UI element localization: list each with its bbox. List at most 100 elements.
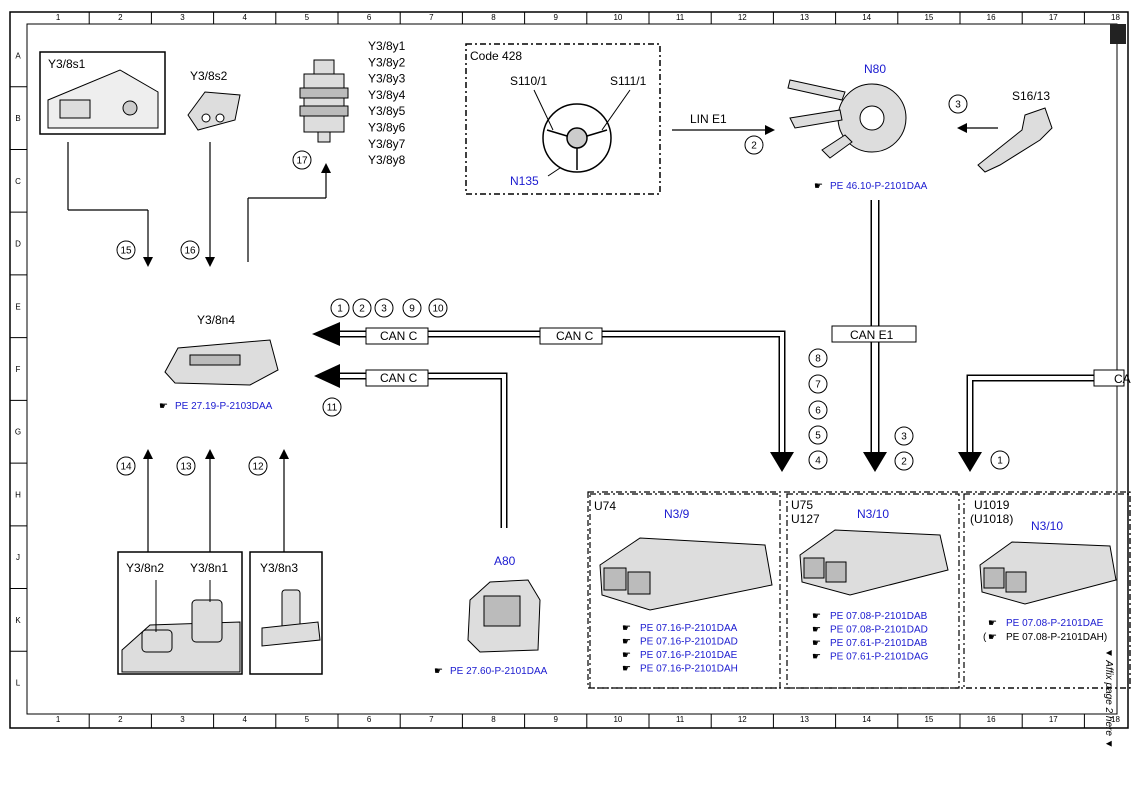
grid-col-top: 17 — [1049, 13, 1058, 22]
s16-picture — [977, 107, 1053, 173]
callout-number: 3 — [901, 432, 907, 443]
grid-col-bottom: 6 — [367, 715, 372, 724]
callout-number: 2 — [359, 304, 365, 315]
n3-10b-ref2[interactable]: PE 07.08-P-2101DAH) — [1006, 632, 1107, 643]
callout-number: 1 — [997, 456, 1003, 467]
callout-number: 1 — [337, 304, 343, 315]
grid-col-bottom: 12 — [738, 715, 747, 724]
n3-10-refs: ☛PE 07.08-P-2101DAB☛PE 07.08-P-2101DAD☛P… — [812, 611, 929, 663]
callout-circle — [176, 456, 196, 476]
u1019-box — [963, 493, 1131, 689]
ref-icon: ☛ — [622, 664, 631, 675]
ref-link[interactable]: PE 07.16-P-2101DAH — [640, 664, 738, 675]
grid-row: G — [15, 428, 21, 437]
grid-row: H — [15, 490, 21, 499]
callout-circle — [808, 348, 828, 368]
y3-8s2-label: Y3/8s2 — [190, 69, 228, 83]
callout-circle — [428, 298, 448, 318]
callout-circle — [374, 298, 394, 318]
callout-number: 5 — [815, 431, 821, 442]
a80-ref[interactable]: PE 27.60-P-2101DAA — [450, 666, 548, 677]
can-right-box — [1093, 369, 1125, 387]
callout-number: 13 — [180, 462, 192, 473]
valve-label: Y3/8y5 — [368, 104, 406, 118]
n80-picture — [787, 79, 907, 159]
ref-link[interactable]: PE 07.16-P-2101DAD — [640, 637, 738, 648]
lin-e1-label: LIN E1 — [690, 112, 727, 126]
n3-10b-ref1-icon: ☛ — [988, 618, 997, 629]
callout-number: 6 — [815, 406, 821, 417]
callout-circle — [808, 450, 828, 470]
callout-circle — [808, 425, 828, 445]
callout-number: 4 — [815, 456, 821, 467]
callout-circle — [292, 150, 312, 170]
u75-box — [786, 493, 960, 689]
ref-icon: ☛ — [812, 611, 821, 622]
n3-10b-picture — [979, 541, 1117, 605]
grid-row: A — [15, 51, 21, 60]
can-e1-label: CAN E1 — [850, 328, 894, 342]
grid-col-top: 6 — [367, 13, 372, 22]
y3-8n2-label: Y3/8n2 — [126, 561, 164, 575]
callout-number: 16 — [184, 246, 196, 257]
callout-circle — [990, 450, 1010, 470]
grid-col-top: 5 — [305, 13, 310, 22]
grid-col-bottom: 14 — [862, 715, 871, 724]
callout-circle — [894, 451, 914, 471]
n3-10-picture — [799, 529, 949, 596]
outer-frame — [9, 11, 1129, 729]
grid-col-bottom: 9 — [553, 715, 558, 724]
n80-label: N80 — [864, 62, 886, 76]
y3-8s1-picture — [47, 69, 159, 129]
callout-number: 3 — [381, 304, 387, 315]
n80-ref-icon: ☛ — [814, 181, 823, 192]
steering-wheel-picture — [542, 103, 612, 173]
y3-8n4-ref[interactable]: PE 27.19-P-2103DAA — [175, 401, 273, 412]
s111-label: S111/1 — [610, 74, 647, 88]
code-428-box — [465, 43, 661, 195]
callout-circle — [402, 298, 422, 318]
ref-link[interactable]: PE 07.61-P-2101DAG — [830, 652, 929, 663]
n80-ref[interactable]: PE 46.10-P-2101DAA — [830, 181, 928, 192]
valve-label: Y3/8y3 — [368, 72, 406, 86]
grid-col-bottom: 3 — [180, 715, 185, 724]
n3-10b-ref1[interactable]: PE 07.08-P-2101DAE — [1006, 618, 1104, 629]
grid-col-bottom: 1 — [56, 715, 61, 724]
can-c-label-2: CAN C — [556, 329, 594, 343]
ref-link[interactable]: PE 07.16-P-2101DAE — [640, 650, 738, 661]
y3-8n4-picture — [164, 339, 279, 386]
ref-icon: ☛ — [622, 623, 631, 634]
can-c-bus-top — [312, 322, 794, 472]
grid-row: J — [16, 553, 20, 562]
grid-col-top: 14 — [862, 13, 871, 22]
grid-col-bottom: 10 — [613, 715, 622, 724]
can-c-box-2 — [539, 327, 603, 345]
ref-link[interactable]: PE 07.61-P-2101DAB — [830, 638, 928, 649]
callout-circle — [322, 397, 342, 417]
callout-circle — [180, 240, 200, 260]
callout-circle — [352, 298, 372, 318]
grid-row: E — [15, 302, 20, 311]
callout-number: 11 — [327, 403, 338, 414]
u1018-label: (U1018) — [970, 512, 1013, 526]
u75-label: U75 — [791, 498, 813, 512]
callout-number: 10 — [432, 304, 444, 315]
valve-label: Y3/8y7 — [368, 137, 406, 151]
callout-number: 2 — [751, 141, 757, 152]
y3-8n2-n1-picture — [121, 599, 241, 673]
y3-8n1-label: Y3/8n1 — [190, 561, 228, 575]
ref-link[interactable]: PE 07.16-P-2101DAA — [640, 623, 738, 634]
callout-circle — [248, 456, 268, 476]
ref-link[interactable]: PE 07.08-P-2101DAB — [830, 611, 928, 622]
u1019-label: U1019 — [974, 498, 1010, 512]
corner-mark — [1110, 24, 1126, 44]
callout-circle — [948, 94, 968, 114]
valve-label: Y3/8y4 — [368, 88, 406, 102]
ref-link[interactable]: PE 07.08-P-2101DAD — [830, 625, 928, 636]
grid-row: D — [15, 240, 21, 249]
